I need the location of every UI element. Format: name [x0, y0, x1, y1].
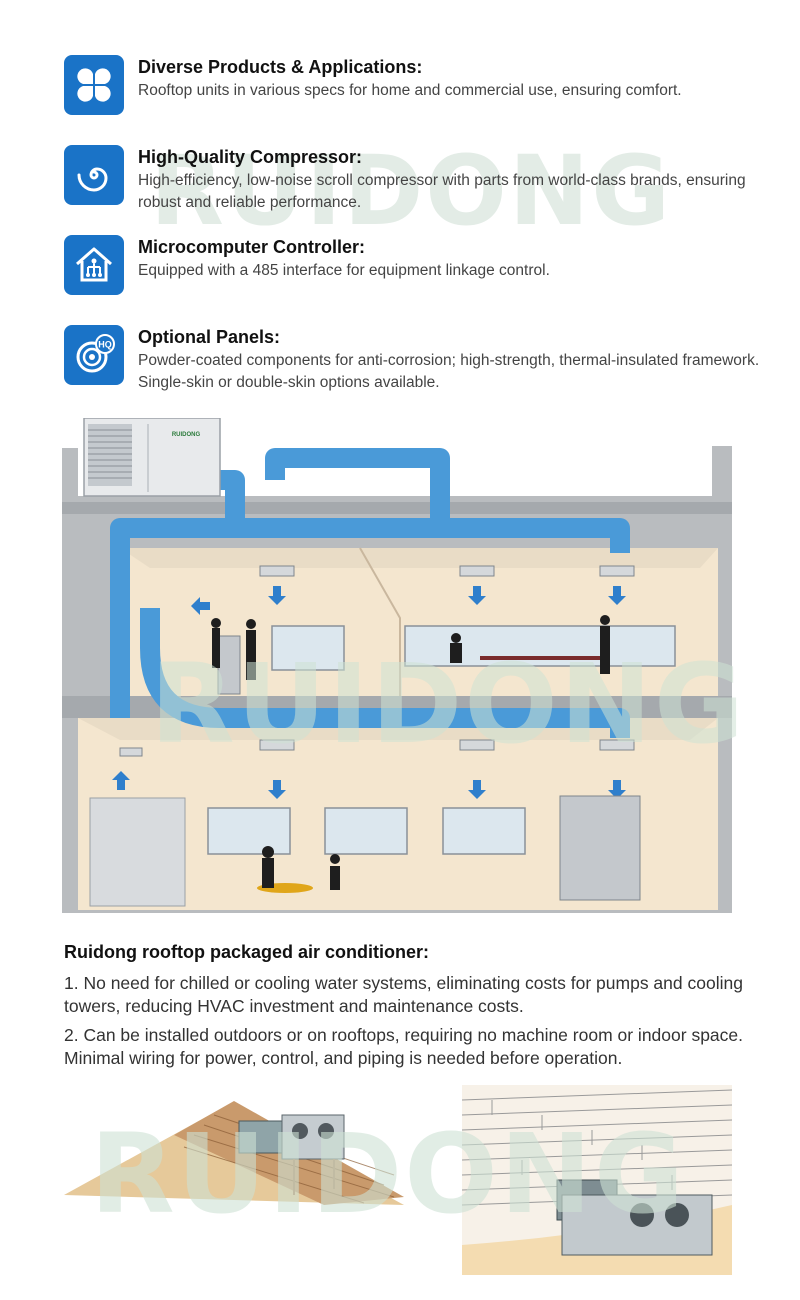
feature-diverse-products: Diverse Products & Applications: Rooftop…: [64, 55, 768, 115]
rooftop-description: Ruidong rooftop packaged air conditioner…: [64, 938, 764, 1070]
airflow-arrows: [112, 586, 626, 799]
watermark-top: RUIDONG: [150, 135, 673, 247]
building-hvac-illustration: RUIDONG: [60, 417, 740, 918]
hq-panel-icon: HQ: [64, 325, 124, 385]
roof-install-illustration: [64, 1085, 404, 1210]
rooftop-title: Ruidong rooftop packaged air conditioner…: [64, 942, 430, 962]
feature-desc: High-efficiency, low-noise scroll compre…: [138, 172, 746, 211]
feature-title: Diverse Products & Applications:: [138, 57, 423, 77]
wall-install-illustration: [461, 1085, 733, 1280]
rooftop-point-2: 2. Can be installed outdoors or on rooft…: [64, 1025, 744, 1068]
feature-title: Microcomputer Controller:: [138, 237, 366, 257]
smart-home-circuit-icon: [64, 235, 124, 295]
swirl-compressor-icon: [64, 145, 124, 205]
rooftop-point-1: 1. No need for chilled or cooling water …: [64, 973, 743, 1016]
watermark-middle: RUIDONG: [150, 640, 747, 768]
feature-title: Optional Panels:: [138, 327, 281, 347]
feature-compressor: High-Quality Compressor: High-efficiency…: [64, 145, 768, 214]
feature-optional-panels: HQ Optional Panels: Powder-coated compon…: [64, 325, 768, 394]
clover-grid-icon: [64, 55, 124, 115]
watermark-bottom: RUIDONG: [90, 1110, 687, 1238]
feature-desc: Powder-coated components for anti-corros…: [138, 352, 760, 391]
feature-desc: Rooftop units in various specs for home …: [138, 82, 682, 99]
feature-desc: Equipped with a 485 interface for equipm…: [138, 262, 550, 279]
rooftop-unit: RUIDONG: [83, 417, 221, 497]
feature-controller: Microcomputer Controller: Equipped with …: [64, 235, 768, 295]
feature-title: High-Quality Compressor:: [138, 147, 363, 167]
unit-brand-label: RUIDONG: [172, 432, 201, 438]
hq-badge: HQ: [98, 340, 112, 350]
